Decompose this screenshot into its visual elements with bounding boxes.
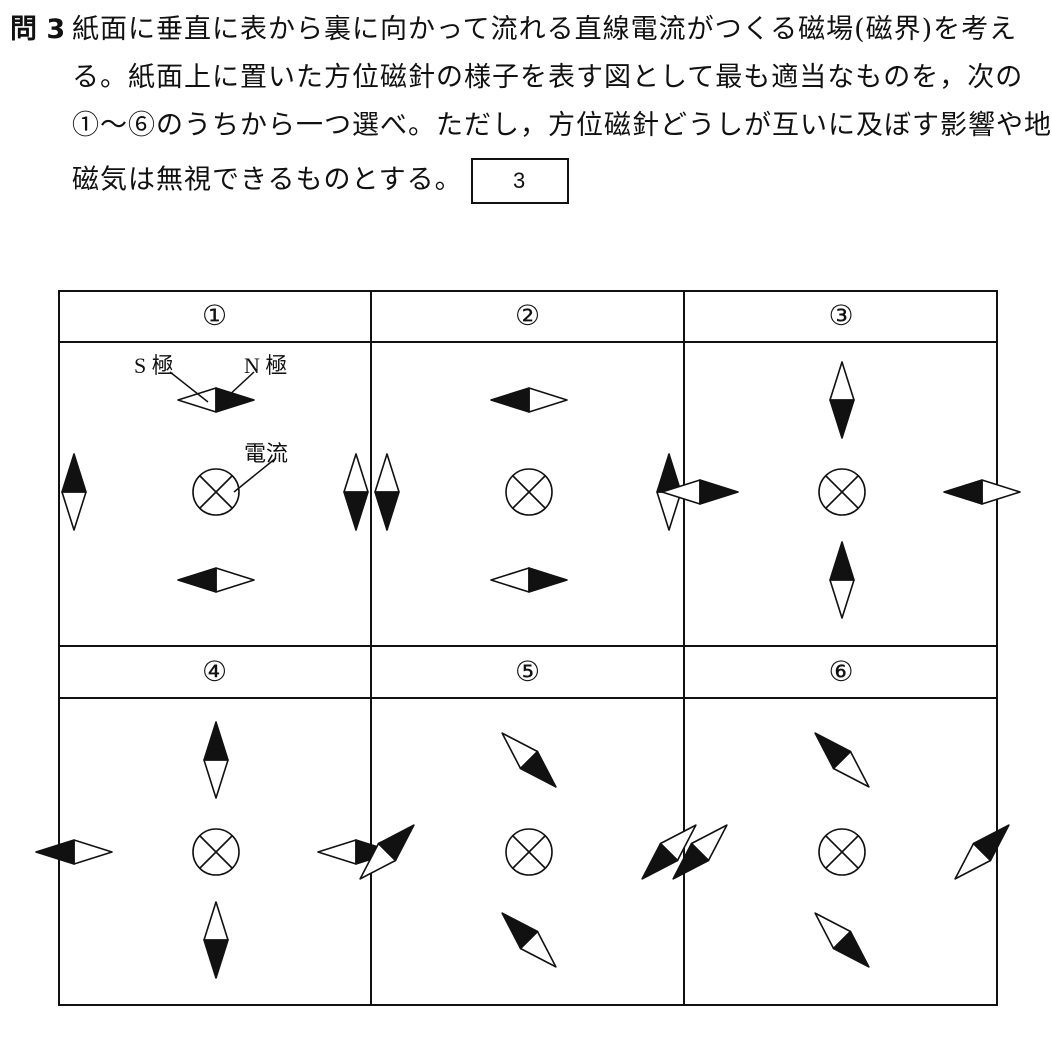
header-panel-5: ⑤ [514, 655, 541, 688]
compass-needle-right [343, 453, 369, 531]
compass-needle-right [943, 479, 1021, 505]
current-symbol [818, 828, 866, 876]
compass-needle-top [829, 361, 855, 439]
current-symbol [192, 828, 240, 876]
compass-needle-top [203, 721, 229, 799]
current-leader [233, 457, 277, 493]
n-pole-leader [225, 371, 255, 399]
header-panel-4: ④ [201, 655, 228, 688]
question-line-1: 紙面に垂直に表から裏に向かって流れる直線電流がつくる磁場(磁界)を考え [72, 14, 1018, 45]
figure-svg [35, 290, 1021, 1006]
compass-needle-left [374, 453, 400, 531]
question-number: 問 3 [10, 14, 66, 45]
compass-needle-top [501, 732, 557, 788]
s-pole-label: S 極 [134, 353, 174, 378]
current-symbol [505, 828, 553, 876]
compass-needle-bottom [829, 541, 855, 619]
figure-border [58, 290, 998, 1006]
header-panel-3: ③ [828, 299, 854, 332]
current-symbol [505, 468, 553, 516]
compass-needle-left [661, 479, 739, 505]
compass-needle-top [814, 732, 870, 788]
compass-needle-top [490, 387, 568, 413]
question-line-3: ①～⑥のうちから一つ選べ。ただし，方位磁針どうしが互いに及ぼす影響や地 [72, 110, 1052, 141]
compass-needle-left [359, 824, 415, 880]
s-pole-leader [169, 371, 209, 403]
compass-needle-bottom [814, 912, 870, 968]
header-panel-6: ⑥ [828, 655, 854, 688]
question-line-4: 磁気は無視できるものとする。3 [72, 158, 569, 204]
compass-needle-right [641, 824, 697, 880]
current-symbol [192, 468, 240, 516]
compass-needle-bottom [490, 567, 568, 593]
compass-needle-left [35, 839, 113, 865]
current-symbol [818, 468, 866, 516]
compass-needle-bottom [177, 567, 255, 593]
compass-figure: ① ② ③ ④ ⑤ ⑥ S 極 N 極 電流 [35, 290, 1021, 1006]
current-label: 電流 [244, 441, 289, 466]
answer-box[interactable]: 3 [470, 158, 569, 204]
header-panel-1: ① [201, 299, 228, 332]
compass-needle-left [672, 824, 728, 880]
question-line-2: る。紙面上に置いた方位磁針の様子を表す図として最も適当なものを，次の [72, 62, 1024, 93]
compass-needle-right [954, 824, 1010, 880]
header-panel-2: ② [514, 299, 541, 332]
compass-needle-top [177, 387, 255, 413]
compass-needle-bottom [203, 901, 229, 979]
compass-needle-bottom [501, 912, 557, 968]
question-line-4-text: 磁気は無視できるものとする。 [72, 164, 463, 196]
compass-needle-left [61, 453, 87, 531]
n-pole-label: N 極 [244, 353, 288, 378]
